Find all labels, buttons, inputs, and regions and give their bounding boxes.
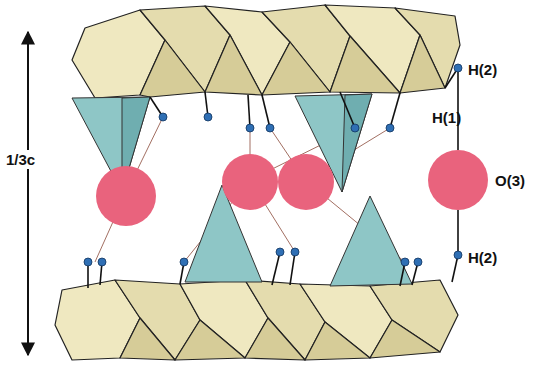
octahedral-layer bbox=[55, 280, 458, 360]
axis-label: 1/3c bbox=[6, 150, 35, 169]
atom-label: H(2) bbox=[468, 62, 497, 77]
atom-label: H(2) bbox=[468, 250, 497, 265]
atom-label: H(1) bbox=[432, 110, 461, 125]
oxygen-atom bbox=[96, 150, 488, 226]
octahedral-layer bbox=[72, 5, 460, 98]
hydrogen-atom bbox=[84, 64, 462, 266]
oh-bond bbox=[88, 68, 458, 288]
atom-label: O(3) bbox=[495, 173, 525, 188]
axis-arrow bbox=[27, 32, 29, 355]
tetrahedron bbox=[72, 94, 412, 286]
